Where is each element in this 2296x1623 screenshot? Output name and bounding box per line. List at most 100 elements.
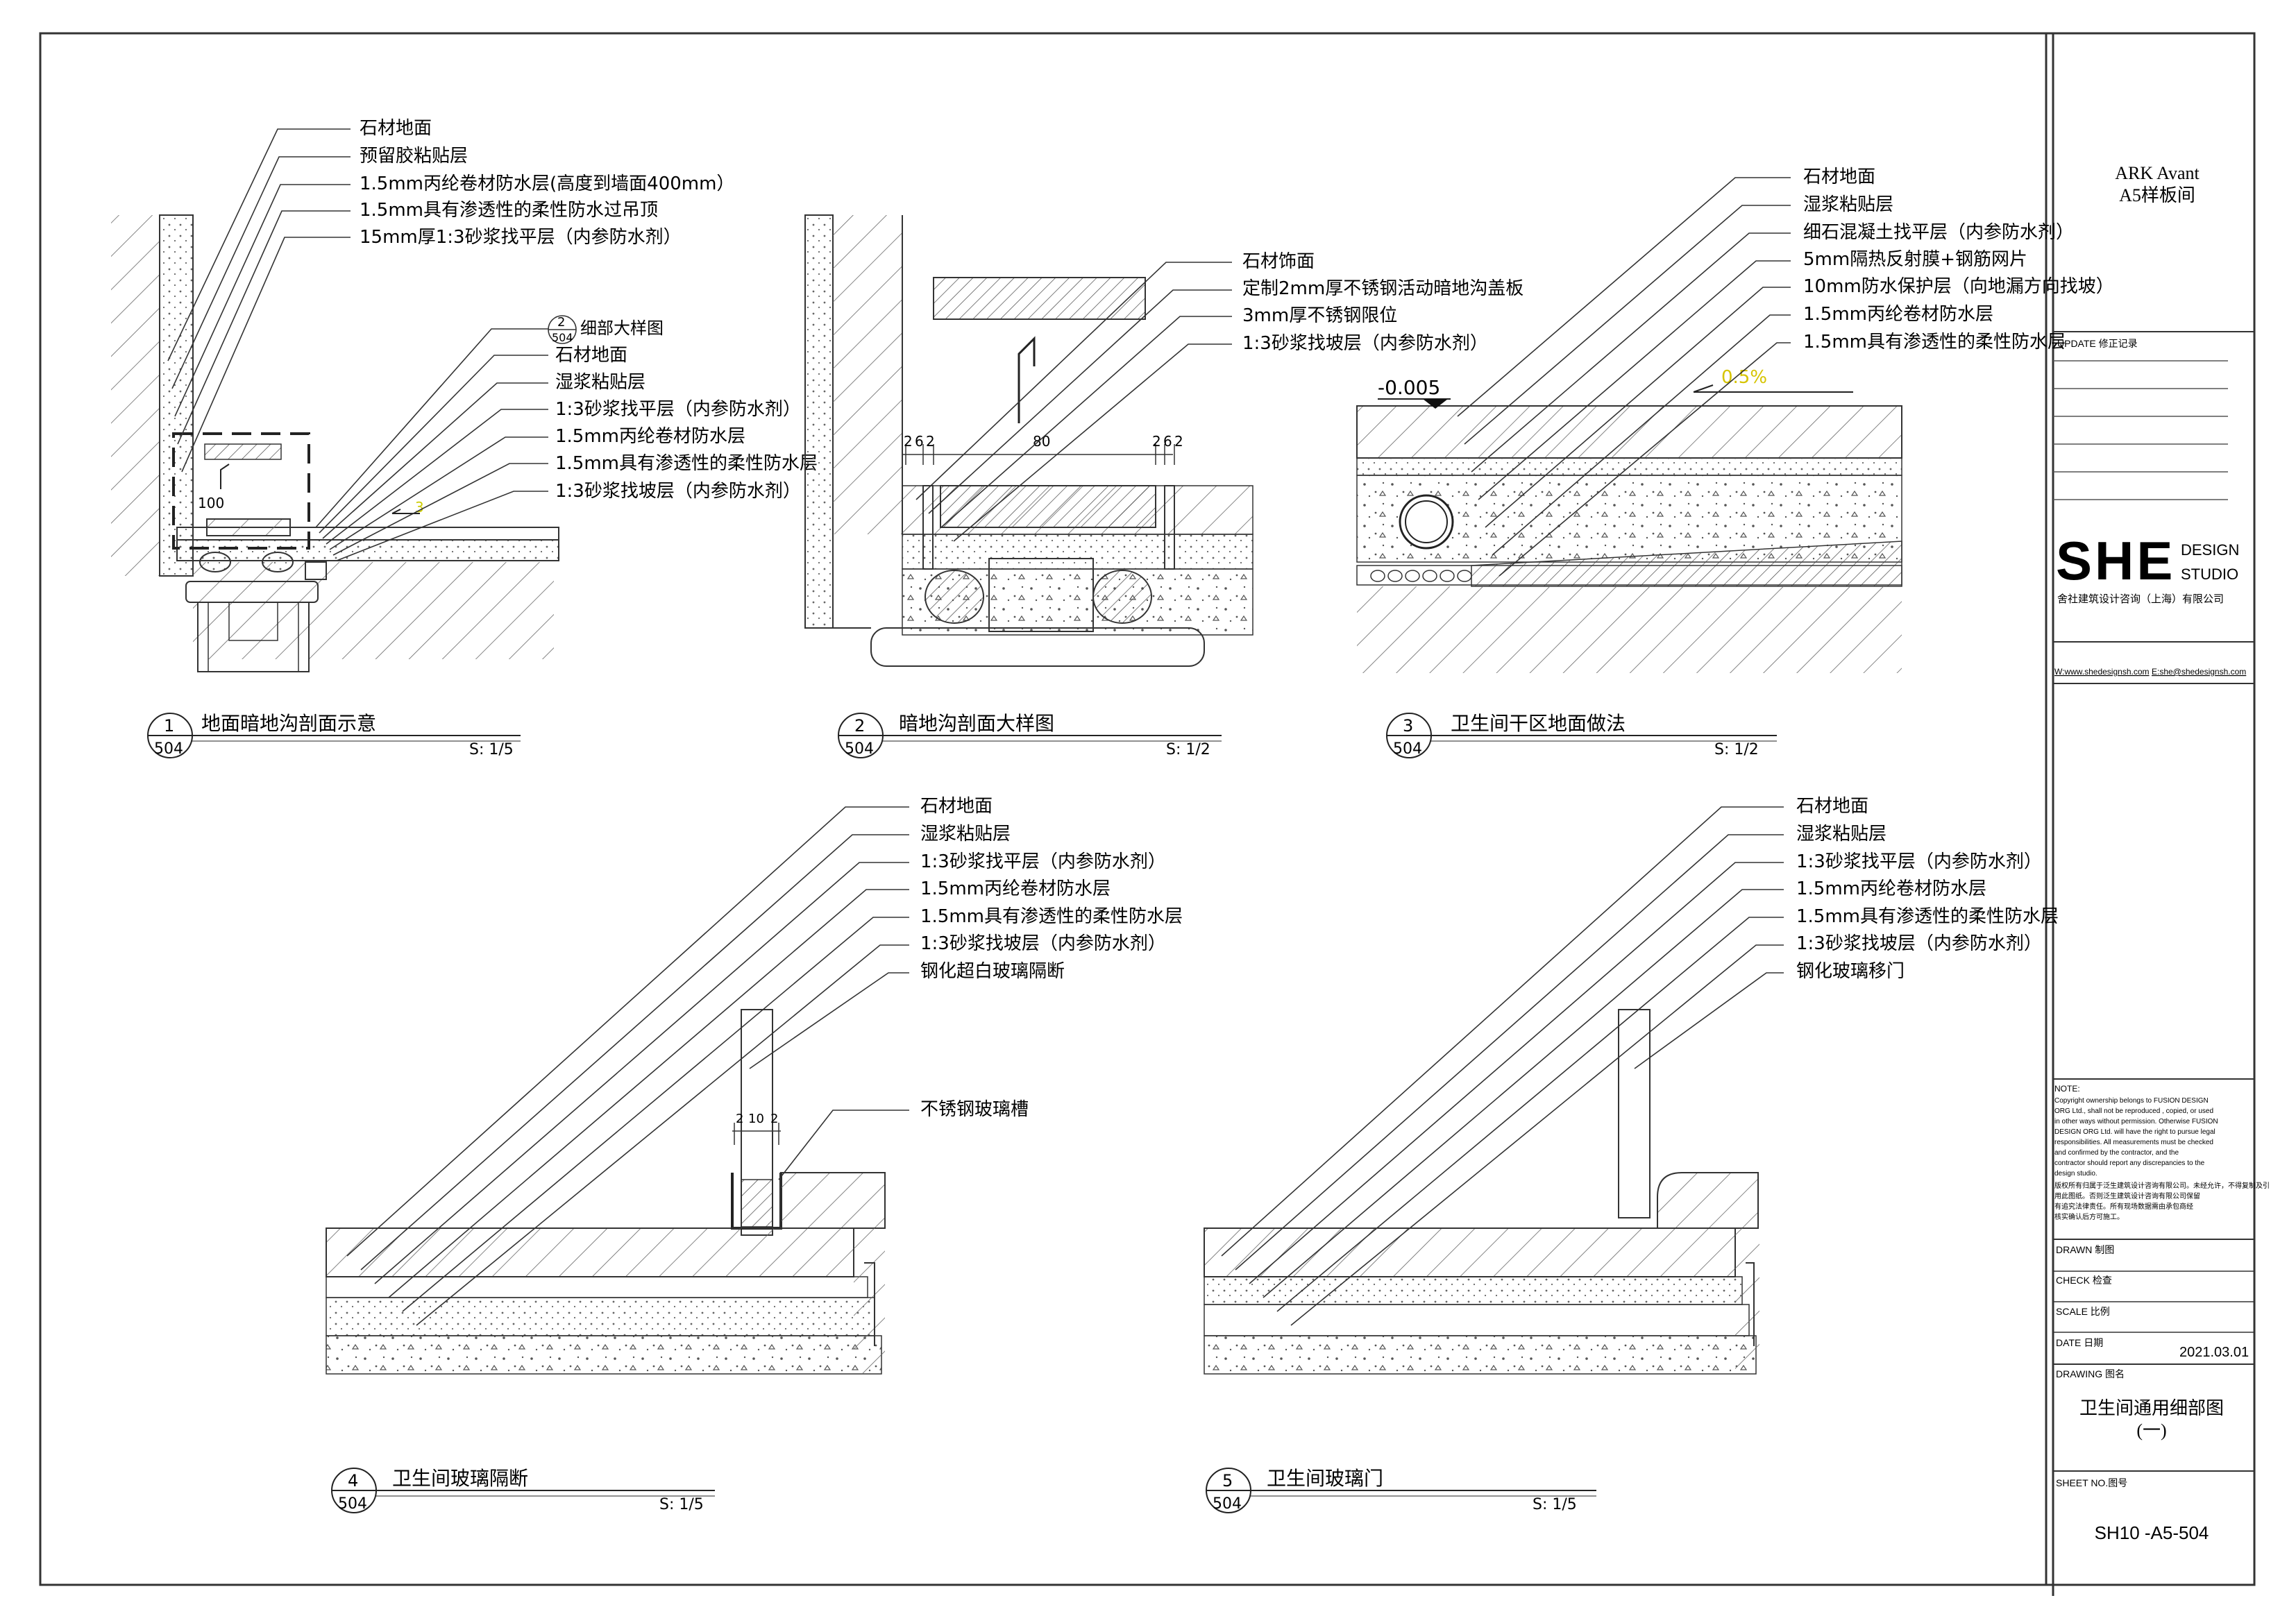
svg-text:100: 100	[198, 495, 224, 511]
d1-title-name: 地面暗地沟剖面示意	[201, 712, 376, 735]
d2-dim-3: 2	[926, 433, 935, 450]
d4-dim-1: 2	[736, 1112, 743, 1126]
email[interactable]: E:she@shedesignsh.com	[2152, 667, 2246, 677]
check-label: CHECK 检查	[2056, 1275, 2112, 1286]
d2-label-1: 石材饰面	[1242, 251, 1315, 272]
logo-word-1: DESIGN	[2181, 541, 2239, 559]
d4-label-1: 石材地面	[920, 796, 993, 817]
d2-label-4: 1:3砂浆找坡层（内参防水剂）	[1242, 333, 1488, 354]
d5-label-2: 湿浆粘贴层	[1796, 824, 1886, 844]
d4-title-num: 4	[348, 1471, 358, 1490]
date-label: DATE 日期	[2056, 1337, 2103, 1348]
d3-label-5: 10mm防水保护层（向地漏方向找坡）	[1803, 276, 2114, 297]
d3-label-3: 细石混凝土找平层（内参防水剂）	[1803, 222, 2074, 243]
d1-label-4: 1.5mm具有渗透性的柔性防水过吊顶	[360, 200, 658, 221]
d1-b-label-3: 1:3砂浆找平层（内参防水剂）	[555, 399, 801, 420]
d2-title-scale: S: 1/2	[1166, 741, 1210, 758]
d5-label-4: 1.5mm丙纶卷材防水层	[1796, 878, 1986, 899]
date-value: 2021.03.01	[2179, 1345, 2249, 1360]
d5-title-num: 5	[1222, 1471, 1233, 1490]
d5-label-6: 1:3砂浆找坡层（内参防水剂）	[1796, 933, 2042, 954]
d4-label-7: 钢化超白玻璃隔断	[920, 961, 1065, 982]
d5-title-name: 卫生间玻璃门	[1267, 1467, 1383, 1490]
d2-dim-1: 2	[904, 433, 913, 450]
d3-label-6: 1.5mm丙纶卷材防水层	[1803, 304, 1993, 325]
d2-title-num: 2	[854, 716, 865, 736]
d2-dim-2: 6	[915, 433, 924, 450]
d3-label-1: 石材地面	[1803, 167, 1875, 187]
logo-mark: SHE	[2056, 530, 2175, 591]
d1-detail-num: 2	[557, 315, 565, 330]
note-en-1: Copyright ownership belongs to FUSION DE…	[2054, 1097, 2209, 1105]
d3-title-scale: S: 1/2	[1714, 741, 1759, 758]
note-cn-1: 版权所有归属于泛生建筑设计咨询有限公司。未经允许，不得复制及引	[2054, 1181, 2270, 1190]
d4-title-sheet: 504	[338, 1495, 367, 1513]
d1-b-label-4: 1.5mm丙纶卷材防水层	[555, 426, 745, 447]
drawing-5: 石材地面 湿浆粘贴层 1:3砂浆找平层（内参防水剂） 1.5mm丙纶卷材防水层 …	[1204, 796, 2059, 1513]
note-en-2: ORG Ltd., shall not be reproduced , copi…	[2054, 1107, 2213, 1115]
note-cn-3: 有追究法律责任。所有现场数据需由承包商经	[2054, 1202, 2193, 1211]
d1-label-3: 1.5mm丙纶卷材防水层(高度到墙面400mm）	[360, 173, 734, 194]
d4-dim-3: 2	[770, 1112, 778, 1126]
drawing-name-1: 卫生间通用细部图	[2079, 1398, 2224, 1418]
sheet-number: SH10 -A5-504	[2095, 1522, 2209, 1543]
drawing-4: 2 10 2 石材地面 湿浆粘贴层 1:3砂浆找平层（内参防水剂） 1.5mm丙…	[326, 796, 1183, 1513]
note-cn-2: 用此图纸。否则泛生建筑设计咨询有限公司保留	[2054, 1191, 2200, 1200]
project-line-1: ARK Avant	[2115, 163, 2200, 183]
d3-label-2: 湿浆粘贴层	[1803, 194, 1893, 215]
d4-channel-label: 不锈钢玻璃槽	[920, 1099, 1029, 1120]
d4-title-scale: S: 1/5	[659, 1496, 704, 1513]
update-label: UPDATE 修正记录	[2057, 338, 2138, 349]
d4-label-2: 湿浆粘贴层	[920, 824, 1011, 844]
d2-title-name: 暗地沟剖面大样图	[899, 712, 1054, 735]
drawing-name-2: (一)	[2136, 1420, 2166, 1441]
d3-title-name: 卫生间干区地面做法	[1451, 712, 1626, 735]
d4-label-5: 1.5mm具有渗透性的柔性防水层	[920, 906, 1183, 927]
d1-b-label-6: 1:3砂浆找坡层（内参防水剂）	[555, 481, 801, 502]
d4-dim-2: 10	[748, 1112, 764, 1126]
sheet-label: SHEET NO.图号	[2056, 1477, 2127, 1488]
d5-label-5: 1.5mm具有渗透性的柔性防水层	[1796, 906, 2059, 927]
d4-label-3: 1:3砂浆找平层（内参防水剂）	[920, 851, 1166, 872]
d1-title-scale: S: 1/5	[469, 741, 514, 758]
d5-label-7: 钢化玻璃移门	[1796, 961, 1905, 982]
note-title: NOTE:	[2054, 1084, 2080, 1094]
website[interactable]: W:www.shedesignsh.com	[2054, 667, 2150, 677]
d2-dim-5: 2	[1152, 433, 1161, 450]
title-block: ARK Avant A5样板间 UPDATE 修正记录 SHE DESIGN S…	[2053, 163, 2270, 1543]
d3-title-sheet: 504	[1393, 740, 1422, 758]
company-cn: 舍社建筑设计咨询（上海）有限公司	[2057, 593, 2224, 605]
drawing-1: 100 3 石材地面 预留胶粘贴层 1.5mm丙纶卷材防水层(高度到墙面400m…	[111, 118, 818, 758]
d1-b-label-5: 1.5mm具有渗透性的柔性防水层	[555, 453, 818, 474]
d3-label-7: 1.5mm具有渗透性的柔性防水层	[1803, 332, 2066, 352]
d1-label-5: 15mm厚1:3砂浆找平层（内参防水剂）	[360, 227, 682, 248]
d1-b-label-2: 湿浆粘贴层	[555, 372, 645, 393]
note-en-3: in other ways without permission. Otherw…	[2054, 1118, 2218, 1125]
note-en-5: responsibilities. All measurements must …	[2054, 1139, 2213, 1146]
note-cn-4: 核实确认后方可施工。	[2054, 1212, 2124, 1221]
drawing-3: -0.005 0.5% 石材地面 湿浆粘贴层 细石混凝土找平层（内参防水剂） 5…	[1356, 167, 2114, 758]
logo-word-2: STUDIO	[2181, 566, 2238, 583]
d5-title-scale: S: 1/5	[1533, 1496, 1577, 1513]
d2-label-3: 3mm厚不锈钢限位	[1242, 305, 1397, 326]
d1-detail-sheet: 504	[552, 331, 573, 344]
d1-title-sheet: 504	[154, 740, 183, 758]
d1-b-label-1: 石材地面	[555, 345, 627, 366]
d2-dim-7: 2	[1174, 433, 1183, 450]
d3-label-4: 5mm隔热反射膜+钢筋网片	[1803, 249, 2027, 270]
d2-label-2: 定制2mm厚不锈钢活动暗地沟盖板	[1242, 278, 1523, 299]
drawing-label: DRAWING 图名	[2056, 1368, 2125, 1379]
d5-label-1: 石材地面	[1796, 796, 1868, 817]
d1-detail-text: 细部大样图	[580, 318, 664, 338]
note-en-6: and confirmed by the contractor, and the	[2054, 1149, 2179, 1157]
note-en-4: DESIGN ORG Ltd. will have the right to p…	[2054, 1128, 2215, 1136]
d4-label-4: 1.5mm丙纶卷材防水层	[920, 878, 1111, 899]
drawing-2: 2 6 2 80 2 6 2 石材饰面 定制2mm厚不锈钢活动暗地沟盖板 3mm…	[804, 214, 1523, 758]
d1-label-2: 预留胶粘贴层	[360, 146, 468, 167]
svg-text:3: 3	[415, 499, 424, 516]
d2-dim-6: 6	[1163, 433, 1172, 450]
d2-dim-4: 80	[1033, 433, 1050, 450]
note-en-8: design studio.	[2054, 1170, 2097, 1178]
d1-title-num: 1	[164, 716, 174, 736]
